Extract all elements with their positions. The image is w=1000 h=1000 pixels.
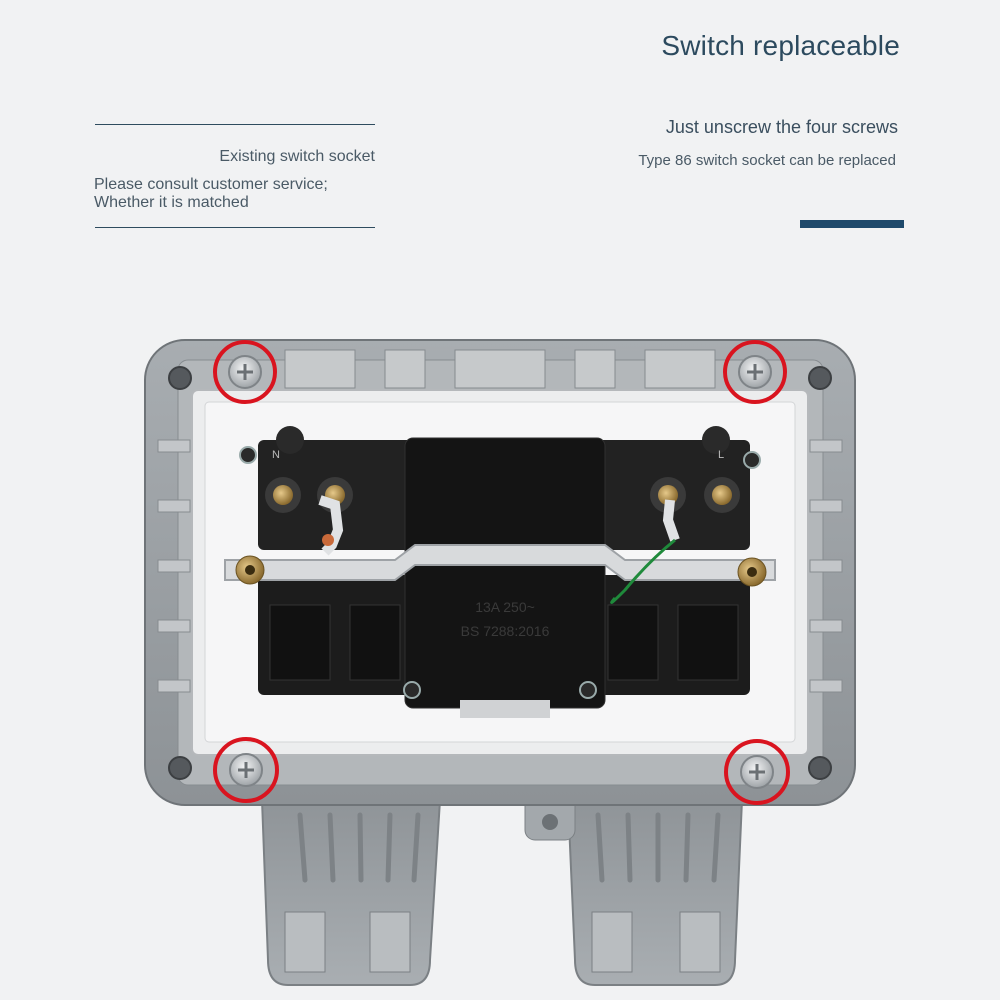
customer-service-note: Please consult customer service; Whether… <box>94 176 394 212</box>
terminal-l-label: L <box>718 449 724 461</box>
note-line-1: Please consult customer service; <box>94 176 328 193</box>
cover-flap-left <box>260 799 442 986</box>
note-line-2: Whether it is matched <box>94 194 249 211</box>
corner-screw-bottom-right <box>724 739 790 805</box>
metal-strap <box>224 544 776 581</box>
socket-body <box>258 426 750 718</box>
marking-line-2: BS 7288:2016 <box>461 623 550 639</box>
subtitle: Just unscrew the four screws <box>665 117 898 137</box>
hanging-tab <box>524 794 576 841</box>
terminal-n-label: N <box>272 449 280 461</box>
corner-screw-bottom-left <box>213 737 279 803</box>
corner-screw-top-left <box>213 340 277 404</box>
replacement-note: Type 86 switch socket can be replaced <box>638 152 896 169</box>
divider-top <box>95 124 375 125</box>
socket-photo: N L 13A 250~ BS 7288:2016 <box>144 339 856 986</box>
accent-bar <box>800 220 904 228</box>
existing-socket-label: Existing switch socket <box>219 148 375 165</box>
divider-bottom <box>95 227 375 228</box>
corner-screw-top-right <box>723 340 787 404</box>
cover-flap-right <box>566 799 744 986</box>
page-title: Switch replaceable <box>661 30 900 61</box>
marking-line-1: 13A 250~ <box>475 599 535 615</box>
